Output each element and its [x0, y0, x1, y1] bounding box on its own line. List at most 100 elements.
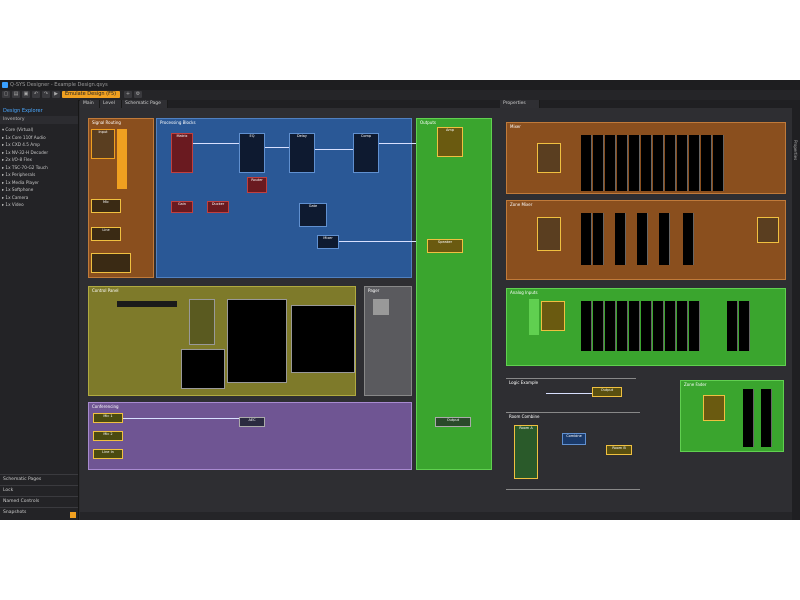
combine-block[interactable]: Combine [562, 433, 586, 445]
keypad[interactable] [189, 299, 215, 345]
mixer3-input-block[interactable] [541, 301, 565, 331]
fader[interactable] [641, 301, 652, 351]
new-icon[interactable]: ▢ [2, 91, 10, 98]
fader[interactable] [761, 389, 772, 447]
fader[interactable] [629, 301, 640, 351]
fader[interactable] [659, 213, 670, 265]
control-slider[interactable] [117, 301, 177, 307]
tree-item[interactable]: ▸ 1x Video [2, 202, 24, 207]
conf-mic2-block[interactable]: Mic 2 [93, 431, 123, 441]
mixer1-input-block[interactable] [537, 143, 561, 173]
fader[interactable] [701, 135, 712, 191]
inventory-label[interactable]: Inventory [3, 117, 25, 122]
conf-mic1-block[interactable]: Mic 1 [93, 413, 123, 423]
fader[interactable] [689, 301, 700, 351]
add-icon[interactable]: + [124, 91, 132, 98]
fader[interactable] [629, 135, 640, 191]
matrix-block[interactable]: Matrix [171, 133, 193, 173]
fader[interactable] [637, 213, 648, 265]
fader[interactable] [617, 135, 628, 191]
tree-item[interactable]: ▸ 1x CXD 4.5 Amp [2, 142, 40, 147]
fader[interactable] [593, 301, 604, 351]
mixer2-input-block[interactable] [537, 217, 561, 251]
tree-item[interactable]: ▸ 1x Softphone [2, 187, 34, 192]
fader[interactable] [653, 301, 664, 351]
zone-fader-block[interactable] [703, 395, 725, 421]
tree-item[interactable]: ▸ 1x TSC-70-G2 Touch [2, 164, 48, 170]
tree-item[interactable]: ▸ 1x Core 110f Audio [2, 134, 46, 140]
tab-main[interactable]: Main [80, 100, 100, 108]
tree-item[interactable]: ▸ 1x Media Player [2, 179, 39, 185]
emulate-button[interactable]: Emulate Design (F5) [62, 91, 120, 98]
conf-line-block[interactable]: Line In [93, 449, 123, 459]
fader[interactable] [665, 135, 676, 191]
fader[interactable] [689, 135, 700, 191]
fader[interactable] [677, 135, 688, 191]
properties-sidebar-label[interactable]: Properties [793, 140, 798, 161]
fader[interactable] [665, 301, 676, 351]
undo-icon[interactable]: ↶ [32, 91, 40, 98]
fader[interactable] [743, 389, 754, 447]
fader[interactable] [677, 301, 688, 351]
speaker-block[interactable]: Speaker [427, 239, 463, 253]
fader[interactable] [653, 135, 664, 191]
ducker-block[interactable]: Ducker [207, 201, 229, 213]
room-a-block[interactable]: Room A [514, 425, 538, 479]
line-block[interactable]: Line [91, 227, 121, 241]
redo-icon[interactable]: ↷ [42, 91, 50, 98]
schematic-pages-section[interactable]: Schematic Pages [0, 474, 78, 485]
schematic-canvas[interactable]: Signal Routing Input Mic Line Processing… [80, 108, 792, 512]
mic-block[interactable]: Mic [91, 199, 121, 213]
fader[interactable] [581, 301, 592, 351]
fader[interactable] [713, 135, 724, 191]
tab-level[interactable]: Level [100, 100, 122, 108]
snapshots-section[interactable]: Snapshots [0, 507, 78, 518]
room-b-block[interactable]: Room B [606, 445, 632, 455]
fader[interactable] [593, 213, 604, 265]
eq-block[interactable]: EQ [239, 133, 265, 173]
conf-aec-block[interactable]: AEC [239, 417, 265, 427]
fader[interactable] [593, 135, 604, 191]
amp-block[interactable]: Amp [437, 127, 463, 157]
settings-icon[interactable]: ⚙ [134, 91, 142, 98]
gain-block[interactable]: Gain [171, 201, 193, 213]
comp-block[interactable]: Comp [353, 133, 379, 173]
horizontal-scrollbar[interactable] [80, 512, 792, 520]
tree-item[interactable]: ▾ Core (Virtual) [2, 127, 34, 132]
named-controls-section[interactable]: Named Controls [0, 496, 78, 507]
save-icon[interactable]: ▣ [22, 91, 30, 98]
aux-block[interactable] [91, 253, 131, 273]
fader[interactable] [605, 301, 616, 351]
fader[interactable] [581, 213, 592, 265]
tree-item[interactable]: ▸ 1x Camera [2, 194, 29, 200]
router-block[interactable]: Router [247, 177, 267, 193]
run-icon[interactable]: ▶ [52, 91, 60, 98]
fader[interactable] [617, 301, 628, 351]
fader[interactable] [615, 213, 626, 265]
pager-button[interactable] [373, 299, 389, 315]
fader[interactable] [641, 135, 652, 191]
fader[interactable] [605, 135, 616, 191]
tab-schematic[interactable]: Schematic Page [122, 100, 168, 108]
fader[interactable] [727, 301, 738, 351]
lock-section[interactable]: Lock [0, 485, 78, 496]
conf-output-block[interactable]: Output [435, 417, 471, 427]
fader[interactable] [683, 213, 694, 265]
tree-item[interactable]: ▸ 1x Peripherals [2, 172, 36, 177]
pager-panel: Pager [364, 286, 412, 396]
tree-item[interactable]: ▸ 2x I/O-8 Flex [2, 157, 33, 162]
tab-properties[interactable]: Properties [500, 100, 540, 108]
mixer2-output-block[interactable] [757, 217, 779, 243]
mixer-block[interactable]: Mixer [317, 235, 339, 249]
mixer-panel-1: Mixer [506, 122, 786, 194]
delay-block[interactable]: Delay [289, 133, 315, 173]
open-icon[interactable]: ▤ [12, 91, 20, 98]
lock-status-icon[interactable] [70, 512, 76, 518]
tree-item[interactable]: ▸ 1x NV-32-H Decoder [2, 149, 49, 155]
logic-output-block[interactable]: Output [592, 387, 622, 397]
fader[interactable] [581, 135, 592, 191]
input-block[interactable]: Input [91, 129, 115, 159]
gate-block[interactable]: Gate [299, 203, 327, 227]
fader[interactable] [739, 301, 750, 351]
design-explorer-panel: Design Explorer Inventory ▾ Core (Virtua… [0, 100, 79, 520]
